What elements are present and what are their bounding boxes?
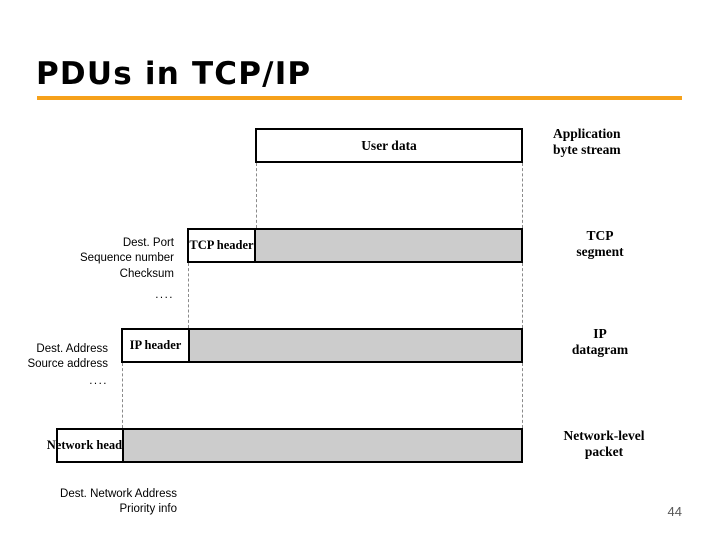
guide-line-ip-left (122, 363, 123, 428)
annotation-tcp-fields-ellipsis: .... (155, 289, 174, 301)
stage-label-network-level-packet: Network-level packet (563, 428, 645, 459)
pdu-row-network-packet: Network header (47, 428, 523, 463)
guide-line-tcp-right (522, 263, 523, 328)
page-number: 44 (667, 504, 682, 519)
guide-line-userdata-right (522, 163, 523, 228)
guide-line-ip-right (522, 363, 523, 428)
stage-label-tcp-segment: TCP segment (576, 228, 624, 259)
ip-header-cell: IP header (123, 330, 190, 361)
annotation-network-fields: Dest. Network Address Priority info (20, 471, 177, 518)
tcp-header-cell: TCP header (189, 230, 256, 261)
network-payload-cell (124, 430, 521, 461)
annotation-ip-fields-text: Dest. Address Source address (27, 342, 108, 371)
tcp-payload-cell (256, 230, 521, 261)
annotation-tcp-fields: Dest. Port Sequence number Checksum .... (20, 220, 174, 319)
guide-line-userdata-left (256, 163, 257, 228)
pdu-row-ip-datagram: IP header (121, 328, 523, 363)
guide-line-tcp-left (188, 263, 189, 328)
page-title: PDUs in TCP/IP (36, 56, 312, 92)
annotation-network-fields-text: Dest. Network Address Priority info (60, 487, 177, 516)
annotation-ip-fields-ellipsis: .... (89, 374, 108, 387)
network-header-cell: Network header (47, 430, 133, 461)
stage-label-ip-datagram: IP datagram (571, 326, 629, 357)
user-data-label: User data (257, 130, 521, 161)
annotation-tcp-fields-text: Dest. Port Sequence number Checksum (80, 236, 174, 280)
pdu-row-user-data: User data (255, 128, 523, 163)
annotation-ip-fields: Dest. Address Source address .... (0, 326, 108, 405)
pdu-row-tcp-segment: TCP header (187, 228, 523, 263)
title-underline-rule (37, 96, 682, 100)
stage-label-application-byte-stream: Application byte stream (553, 126, 621, 157)
ip-payload-cell (190, 330, 521, 361)
